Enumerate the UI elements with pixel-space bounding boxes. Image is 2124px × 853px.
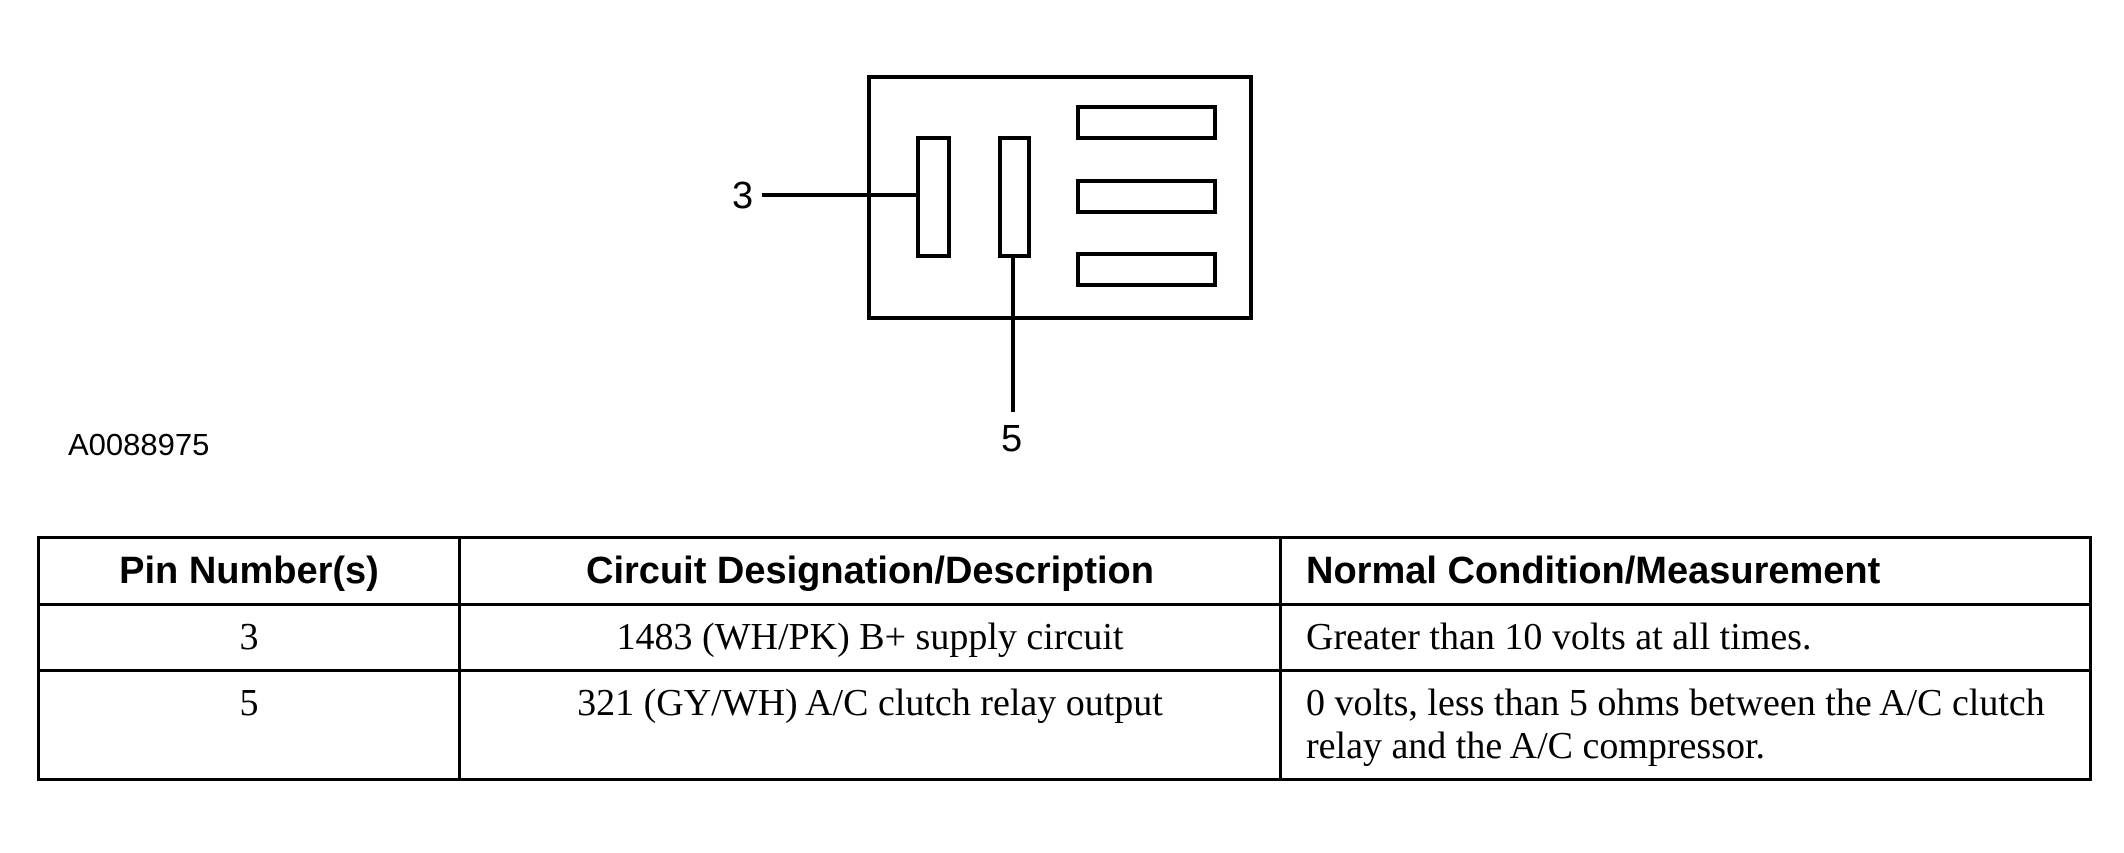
pin-number-cell: 5	[37, 669, 461, 781]
condition-cell: 0 volts, less than 5 ohms between the A/…	[1279, 669, 2092, 781]
terminal-slot-middle	[1076, 179, 1217, 214]
header-normal-condition: Normal Condition/Measurement	[1279, 536, 2092, 606]
connector-diagram: 3 5	[732, 75, 1253, 460]
pin-5-label: 5	[1001, 418, 1022, 460]
connector-housing	[867, 75, 1253, 320]
header-pin-numbers: Pin Number(s)	[37, 536, 461, 606]
figure-id: A0088975	[68, 427, 210, 462]
condition-cell: Greater than 10 volts at all times.	[1279, 603, 2092, 672]
pin-5-terminal	[998, 136, 1031, 258]
pin-table: Pin Number(s) Circuit Designation/Descri…	[37, 536, 2092, 781]
table-header-row: Pin Number(s) Circuit Designation/Descri…	[37, 536, 2092, 606]
terminal-slot-top	[1076, 105, 1217, 140]
circuit-cell: 321 (GY/WH) A/C clutch relay output	[458, 669, 1282, 781]
table-row: 5 321 (GY/WH) A/C clutch relay output 0 …	[37, 669, 2092, 781]
pin-3-terminal	[916, 136, 951, 258]
header-circuit-description: Circuit Designation/Description	[458, 536, 1282, 606]
pin-3-label: 3	[732, 175, 753, 217]
connector-drawing: 3 5	[732, 75, 1253, 460]
table-row: 3 1483 (WH/PK) B+ supply circuit Greater…	[37, 603, 2092, 672]
circuit-cell: 1483 (WH/PK) B+ supply circuit	[458, 603, 1282, 672]
terminal-slot-bottom	[1076, 252, 1217, 287]
pin-number-cell: 3	[37, 603, 461, 672]
